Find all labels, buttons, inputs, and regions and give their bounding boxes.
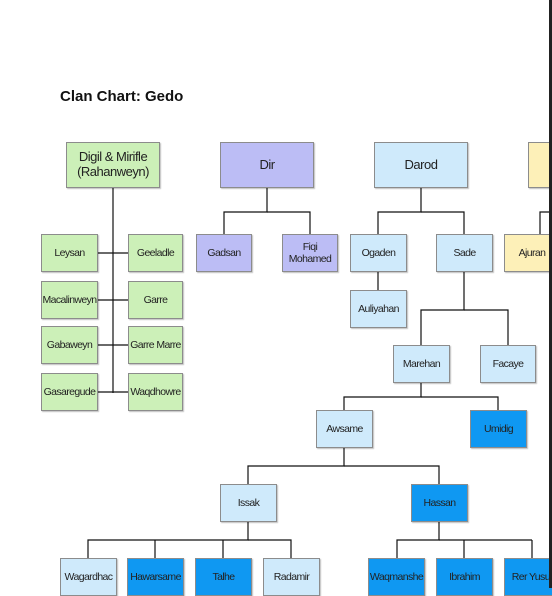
node-marehan: Marehan [393, 345, 450, 383]
node-garre: Garre [128, 281, 183, 319]
node-radamir: Radamir [263, 558, 320, 596]
node-geeladle: Geeladle [128, 234, 183, 272]
node-partial-top-right [528, 142, 552, 188]
node-facaye: Facaye [480, 345, 536, 383]
node-awsame: Awsame [316, 410, 373, 448]
node-wagardhac: Wagardhac [60, 558, 117, 596]
node-umidig: Umidig [470, 410, 527, 448]
window-edge [549, 0, 552, 588]
node-sade: Sade [436, 234, 493, 272]
node-talhe: Talhe [195, 558, 252, 596]
node-ogaden: Ogaden [350, 234, 407, 272]
node-waqmanshe: Waqmanshe [368, 558, 425, 596]
node-ajuran: Ajuran [504, 234, 552, 272]
node-waqdhowre: Waqdhowre [128, 373, 183, 411]
page-title: Clan Chart: Gedo [60, 88, 184, 105]
node-gasaregude: Gasaregude [41, 373, 98, 411]
node-leysan: Leysan [41, 234, 98, 272]
node-digil-mirifle: Digil & Mirifle (Rahanweyn) [66, 142, 160, 188]
node-macalinweyn: Macalinweyn [41, 281, 98, 319]
node-gabaweyn: Gabaweyn [41, 326, 98, 364]
node-hawarsame: Hawarsame [127, 558, 184, 596]
node-gadsan: Gadsan [196, 234, 252, 272]
node-ibrahim: Ibrahim [436, 558, 493, 596]
node-issak: Issak [220, 484, 277, 522]
node-garre-marre: Garre Marre [128, 326, 183, 364]
node-hassan: Hassan [411, 484, 468, 522]
node-fiqi-mohamed: Fiqi Mohamed [282, 234, 338, 272]
node-auliyahan: Auliyahan [350, 290, 407, 328]
node-rer-yusuf: Rer Yusuf [504, 558, 552, 596]
node-dir: Dir [220, 142, 314, 188]
node-darod: Darod [374, 142, 468, 188]
